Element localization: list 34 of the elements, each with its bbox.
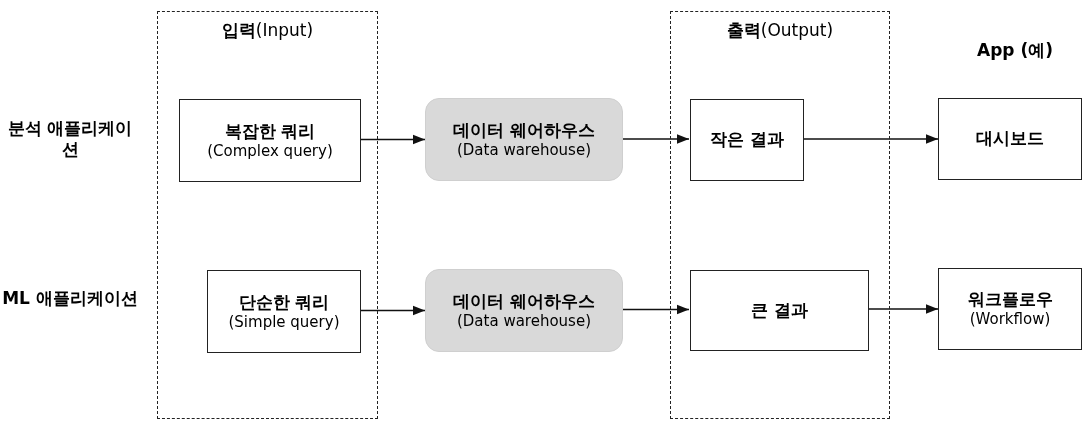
arrow (802, 134, 939, 144)
box-subtitle: (Complex query) (207, 141, 333, 161)
process-box (938, 268, 1082, 350)
arrow (359, 305, 426, 316)
box-title: 단순한 쿼리 (238, 291, 330, 313)
warehouse-box (425, 269, 623, 352)
box-title: 데이터 웨어하우스 (453, 119, 595, 141)
arrow (622, 304, 690, 315)
process-box (690, 270, 869, 351)
group-heading: 입력(Input) (220, 19, 315, 42)
box-subtitle: (Simple query) (228, 312, 340, 332)
box-subtitle: (Data warehouse) (456, 140, 592, 160)
row-label: 분석 애플리케이션 (6, 118, 134, 161)
box-subtitle: (Workflow) (969, 310, 1051, 329)
box-title: 워크플로우 (967, 289, 1053, 311)
box-title: 큰 결과 (751, 299, 808, 322)
process-box (938, 98, 1082, 180)
process-box (179, 99, 361, 182)
arrow (867, 304, 939, 314)
warehouse-box (425, 98, 623, 181)
group-heading: 출력(Output) (725, 19, 835, 42)
process-box (690, 99, 804, 181)
row-label: ML 애플리케이션 (1, 288, 139, 310)
dashed-group-frame (157, 11, 378, 419)
dashed-group-frame (670, 11, 890, 419)
row-label: App (예) (976, 40, 1054, 62)
box-title: 대시보드 (976, 128, 1044, 150)
box-subtitle: (Data warehouse) (456, 311, 592, 331)
process-box (207, 270, 361, 353)
box-title: 복잡한 쿼리 (224, 120, 316, 142)
box-title: 작은 결과 (710, 129, 784, 151)
box-title: 데이터 웨어하우스 (453, 290, 595, 312)
arrow (359, 134, 426, 145)
arrow (622, 134, 690, 144)
